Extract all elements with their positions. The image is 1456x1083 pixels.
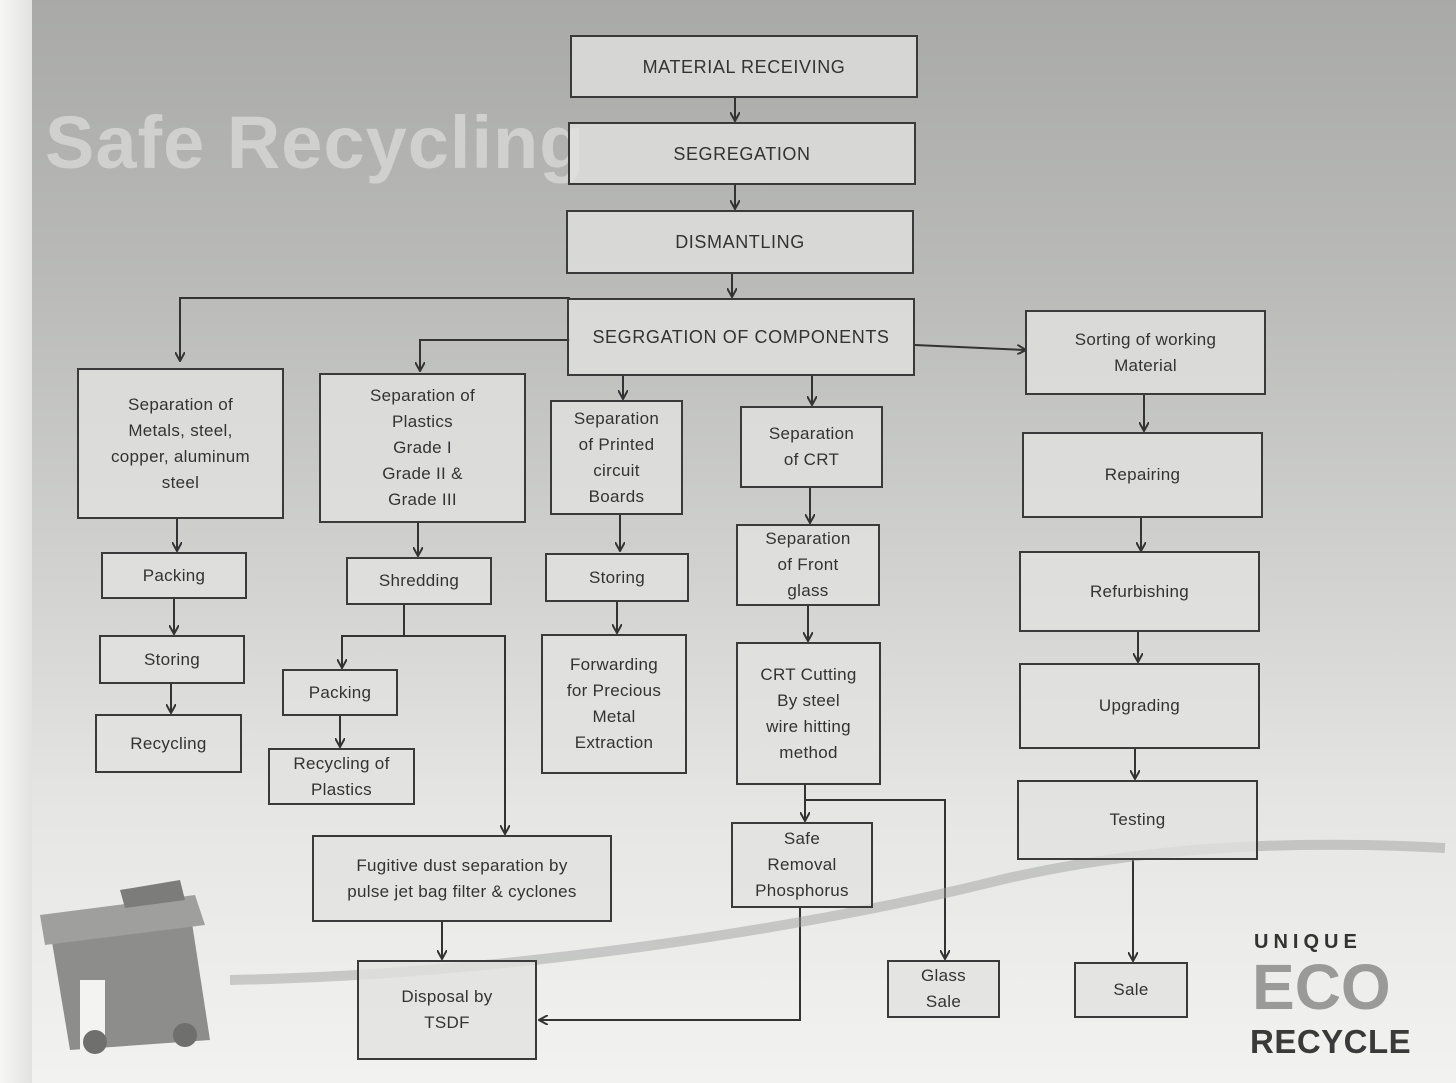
logo-unique-text: UNIQUE <box>1254 931 1362 953</box>
forwarding-precious-metal-box: Forwarding for Precious Metal Extraction <box>541 634 687 774</box>
disposal-tsdf-box: Disposal by TSDF <box>357 960 537 1060</box>
packing-plastics-box: Packing <box>282 669 398 716</box>
recycle-bin-illustration <box>40 880 210 1054</box>
recycling-metals-box: Recycling <box>95 714 242 773</box>
logo-recycle-text: RECYCLE <box>1250 1023 1412 1060</box>
packing-metals-box: Packing <box>101 552 247 599</box>
recycling-plastics-box: Recycling of Plastics <box>268 748 415 805</box>
segregation-box: SEGREGATION <box>568 122 916 185</box>
separation-plastics-box: Separation of Plastics Grade I Grade II … <box>319 373 526 523</box>
separation-crt-box: Separation of CRT <box>740 406 883 488</box>
shredding-box: Shredding <box>346 557 492 605</box>
sorting-working-material-box: Sorting of working Material <box>1025 310 1266 395</box>
unique-eco-recycle-logo: UNIQUE ECO RECYCLE <box>1250 925 1440 1065</box>
logo-eco-text: ECO <box>1252 951 1391 1023</box>
crt-cutting-box: CRT Cutting By steel wire hitting method <box>736 642 881 785</box>
testing-box: Testing <box>1017 780 1258 860</box>
separation-pcb-box: Separation of Printed circuit Boards <box>550 400 683 515</box>
page-title: Safe Recycling <box>45 101 586 184</box>
separation-metals-box: Separation of Metals, steel, copper, alu… <box>77 368 284 519</box>
dismantling-box: DISMANTLING <box>566 210 914 274</box>
left-margin-strip <box>0 0 32 1083</box>
segregation-of-components-box: SEGRGATION OF COMPONENTS <box>567 298 915 376</box>
safe-removal-phosphorus-box: Safe Removal Phosphorus <box>731 822 873 908</box>
fugitive-dust-separation-box: Fugitive dust separation by pulse jet ba… <box>312 835 612 922</box>
storing-pcb-box: Storing <box>545 553 689 602</box>
upgrading-box: Upgrading <box>1019 663 1260 749</box>
sale-box: Sale <box>1074 962 1188 1018</box>
storing-metals-box: Storing <box>99 635 245 684</box>
repairing-box: Repairing <box>1022 432 1263 518</box>
material-receiving-box: MATERIAL RECEIVING <box>570 35 918 98</box>
refurbishing-box: Refurbishing <box>1019 551 1260 632</box>
glass-sale-box: Glass Sale <box>887 960 1000 1018</box>
separation-front-glass-box: Separation of Front glass <box>736 524 880 606</box>
